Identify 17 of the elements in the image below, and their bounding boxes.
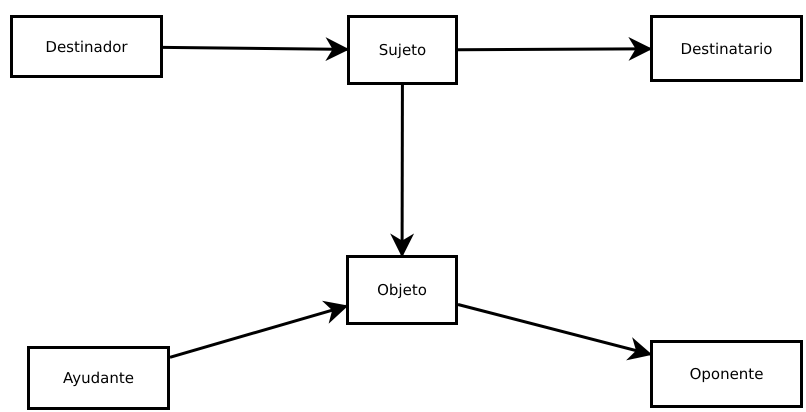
process-box bbox=[10, 15, 163, 78]
box-label: Objeto bbox=[377, 281, 427, 299]
process-box bbox=[347, 15, 458, 85]
arrow bbox=[458, 303, 652, 360]
box-label: Destinador bbox=[45, 38, 128, 56]
arrow bbox=[390, 85, 414, 258]
process-box bbox=[27, 346, 170, 410]
box-label: Sujeto bbox=[378, 41, 426, 59]
process-box bbox=[346, 255, 458, 325]
arrow bbox=[458, 36, 652, 61]
process-box bbox=[650, 15, 803, 82]
arrow bbox=[170, 300, 348, 359]
box-label: Destinatario bbox=[680, 40, 772, 58]
box-label: Oponente bbox=[690, 365, 764, 383]
arrow bbox=[162, 37, 350, 62]
process-box bbox=[650, 340, 803, 408]
box-label: Ayudante bbox=[63, 369, 134, 387]
